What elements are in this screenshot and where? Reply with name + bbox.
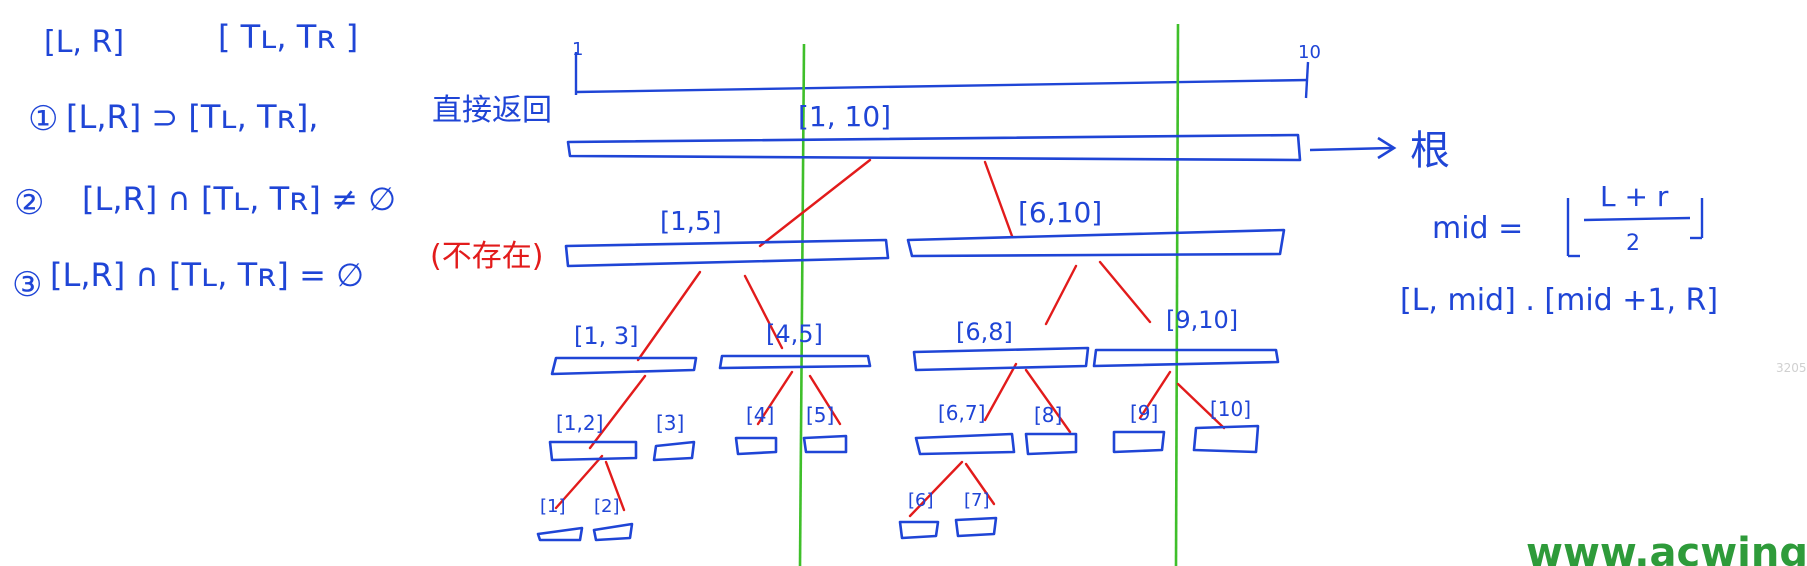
number-line: 1 10 [572, 39, 1321, 99]
label-root: [1, 10] [798, 100, 891, 133]
axis-end-label: 10 [1298, 42, 1321, 63]
segment-9-10 [1092, 348, 1280, 368]
segment-10 [1192, 424, 1260, 454]
segment-1 [536, 526, 584, 542]
tree-labels: [1, 10] [1,5] [6,10] [1, 3] [4,5] [6,8] … [540, 100, 1251, 517]
case2-expression: [L,R] ∩ [Tʟ, Tʀ] ≠ ∅ [82, 180, 396, 218]
segment-7 [954, 516, 998, 538]
label-9-10: [9,10] [1166, 306, 1238, 334]
case1-number: ① [28, 99, 58, 139]
case3-note: (不存在) [430, 239, 543, 274]
label-1-2: [1,2] [556, 411, 603, 435]
mid-formula: mid = L + r 2 [L, mid] . [mid +1, R] [1400, 180, 1718, 318]
label-10: [10] [1210, 397, 1251, 421]
case3-expression: [L,R] ∩ [Tʟ, Tʀ] = ∅ [50, 256, 364, 294]
right-query-guide [1174, 23, 1180, 566]
label-2: [2] [594, 496, 620, 517]
notes-area: [L, R] [ Tʟ, Tʀ ] ① [L,R] ⊃ [Tʟ, Tʀ], 直接… [12, 18, 552, 305]
segment-root [566, 133, 1302, 162]
segment-3 [652, 440, 696, 462]
label-9: [9] [1130, 401, 1158, 425]
segment-1-5 [564, 238, 890, 268]
note-top-left-b: [ Tʟ, Tʀ ] [218, 18, 358, 56]
segment-6-8 [912, 346, 1090, 372]
label-7: [7] [964, 490, 990, 511]
root-arrow: 根 [1309, 128, 1450, 174]
label-3: [3] [656, 411, 684, 435]
formula-split: [L, mid] . [mid +1, R] [1400, 283, 1718, 318]
segment-2 [592, 522, 634, 542]
label-1-3: [1, 3] [574, 322, 639, 350]
case3-number: ③ [12, 265, 42, 305]
label-1-5: [1,5] [660, 207, 722, 237]
formula-numerator: L + r [1600, 180, 1669, 213]
label-4-5: [4,5] [766, 320, 823, 348]
watermark: www.acwing [1526, 530, 1807, 566]
label-6-8: [6,8] [956, 318, 1013, 346]
segment-6-7 [914, 432, 1016, 456]
label-4: [4] [746, 403, 774, 427]
label-5: [5] [806, 403, 834, 427]
formula-lhs: mid = [1432, 211, 1523, 246]
segment-6 [898, 520, 940, 540]
segment-1-2 [548, 440, 638, 462]
formula-denominator: 2 [1626, 231, 1640, 256]
label-6-10: [6,10] [1018, 196, 1102, 229]
side-number: 3205 [1776, 361, 1807, 375]
label-6-7: [6,7] [938, 401, 985, 425]
segment-1-3 [550, 356, 698, 376]
left-query-guide [798, 43, 806, 566]
label-8: [8] [1034, 403, 1062, 427]
case1-expression: [L,R] ⊃ [Tʟ, Tʀ], [66, 98, 318, 136]
segment-9 [1112, 430, 1166, 454]
note-top-left-a: [L, R] [44, 25, 124, 60]
segment-6-10 [906, 228, 1286, 258]
tree-nodes [536, 133, 1302, 542]
tree-edges [554, 158, 1226, 518]
label-1: [1] [540, 496, 566, 517]
case2-number: ② [14, 183, 44, 223]
root-note: 根 [1410, 128, 1450, 174]
case1-note: 直接返回 [432, 93, 552, 128]
segment-4 [734, 436, 778, 456]
segment-8 [1024, 432, 1078, 456]
label-6: [6] [908, 490, 934, 511]
segment-5 [802, 434, 848, 454]
axis-start-label: 1 [572, 39, 583, 60]
segment-4-5 [718, 354, 872, 370]
